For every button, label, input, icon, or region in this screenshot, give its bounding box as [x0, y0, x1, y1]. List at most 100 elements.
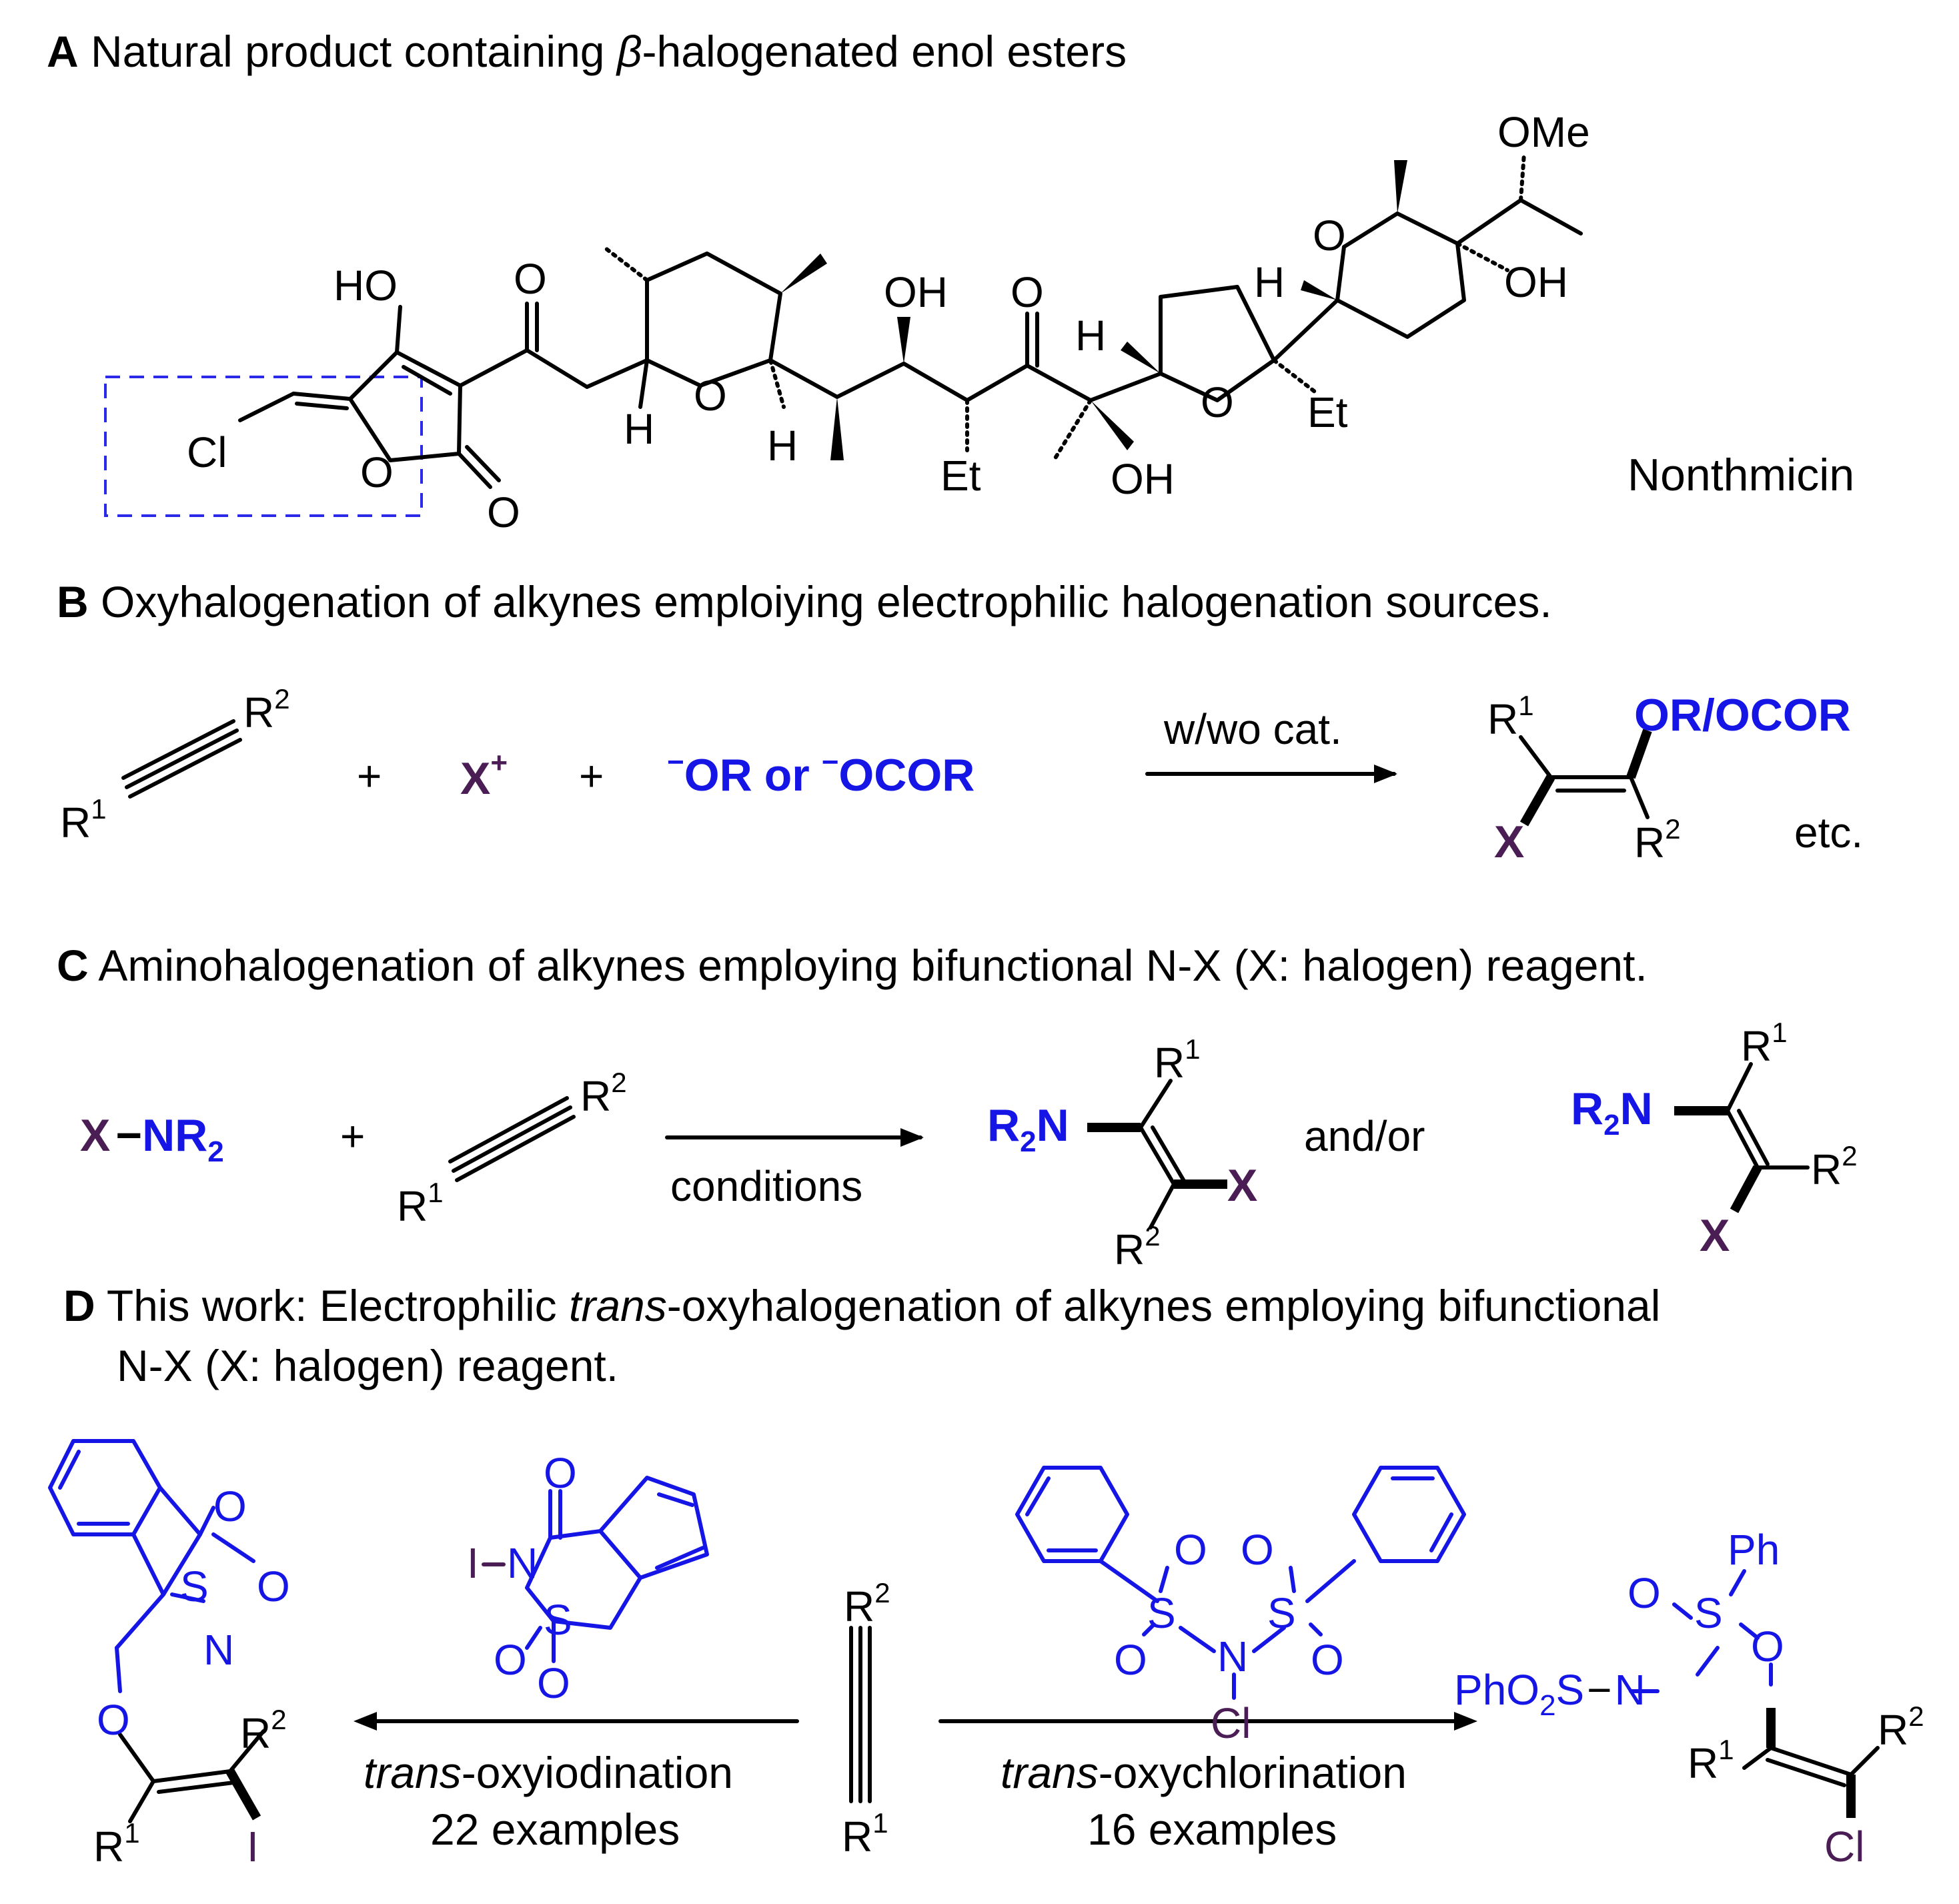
d-nclsi-o1: O: [1174, 1526, 1207, 1574]
b-x-plus: X+: [460, 747, 508, 804]
d-iodosaccharin: [482, 1476, 709, 1663]
d-center-r1: R1: [842, 1807, 888, 1861]
section-d-heading: D This work: Electrophilic trans-oxyhalo…: [63, 1281, 1660, 1330]
d-right-label1: trans-oxychlorination: [1001, 1748, 1407, 1797]
c-p1-r2n: R2N: [987, 1100, 1069, 1158]
d-iodosacc-o-carbonyl: O: [544, 1449, 577, 1497]
d-nclsi-s1: S: [1147, 1589, 1176, 1637]
label-h1: H: [624, 405, 654, 453]
b-product-alkene: [1519, 729, 1652, 827]
d-left-s: S: [180, 1562, 209, 1610]
c-andor: and/or: [1304, 1112, 1425, 1160]
d-nclsi-n: N: [1217, 1632, 1248, 1681]
d-nclsi-s2: S: [1267, 1589, 1296, 1637]
label-et1: Et: [940, 452, 981, 500]
label-et2: Et: [1307, 388, 1348, 436]
d-nclsi-o3: O: [1114, 1636, 1147, 1684]
label-o-thf: O: [1201, 378, 1234, 426]
label-o-carbonyl: O: [487, 488, 520, 536]
section-d-heading-line2: N-X (X: halogen) reagent.: [117, 1341, 618, 1390]
section-a-heading: A Natural product containing β-halogenat…: [47, 27, 1127, 76]
d-left-n: N: [203, 1626, 234, 1674]
d-right-cl: Cl: [1824, 1823, 1864, 1871]
b-prod-x: X: [1494, 817, 1524, 867]
d-right-r2: R2: [1878, 1701, 1924, 1754]
d-iodosacc-i: I: [467, 1539, 479, 1587]
c-p2-r2n: R2N: [1571, 1083, 1653, 1141]
label-h4: H: [1254, 258, 1285, 306]
c-p1-r1: R1: [1154, 1033, 1201, 1087]
c-r2: R2: [580, 1067, 627, 1120]
d-nclsi-reagent: [1015, 1466, 1466, 1700]
c-product2: [1674, 1062, 1810, 1214]
nonthmicin-structure: [104, 151, 1583, 517]
label-ome: OMe: [1497, 108, 1590, 156]
d-iodosacc-o1: O: [494, 1636, 527, 1684]
b-r1: R1: [60, 793, 107, 847]
b-prod-oror: OR/OCOR: [1634, 690, 1851, 741]
d-left-r1: R1: [93, 1817, 140, 1871]
c-plus: +: [340, 1112, 365, 1160]
label-ketone-o1: O: [514, 255, 547, 303]
b-plus2: +: [579, 752, 604, 800]
label-oh3: OH: [1504, 258, 1568, 306]
section-b-heading: B Oxyhalogenation of alkynes emploiying …: [57, 577, 1552, 626]
d-right-ph: Ph: [1728, 1526, 1780, 1574]
c-p2-x: X: [1700, 1210, 1730, 1261]
label-o-pyran1: O: [694, 372, 727, 420]
scheme-b-alkyne: [121, 719, 242, 799]
section-c-heading: C Aminohalogenation of alkynes employing…: [57, 941, 1648, 990]
d-left-s-o1: O: [213, 1482, 247, 1530]
d-right-product: [1629, 1569, 1880, 1818]
d-iodosacc-s: S: [544, 1596, 572, 1644]
c-p1-r2: R2: [1114, 1220, 1161, 1274]
d-right-label2: 16 examples: [1087, 1805, 1337, 1854]
d-left-s-o2: O: [257, 1562, 290, 1610]
d-center-r2: R2: [844, 1577, 890, 1630]
d-right-o: O: [1751, 1622, 1784, 1671]
label-h2: H: [767, 422, 798, 470]
label-ho: HO: [334, 262, 398, 310]
c-r1: R1: [397, 1177, 444, 1230]
d-right-pho2s-n: PhO2S−N: [1454, 1666, 1646, 1722]
d-right-r1: R1: [1688, 1734, 1734, 1787]
d-iodosacc-o2: O: [537, 1659, 570, 1707]
c-product1: [1087, 1079, 1227, 1230]
b-r2: R2: [243, 683, 290, 737]
b-etc: etc.: [1794, 809, 1863, 857]
d-right-o-s: O: [1627, 1569, 1661, 1617]
label-h3: H: [1075, 312, 1106, 360]
label-o-pyran2: O: [1313, 211, 1346, 260]
d-left-i: I: [247, 1823, 259, 1871]
b-arrow-label: w/wo cat.: [1163, 705, 1342, 753]
label-oh1: OH: [884, 268, 948, 316]
d-center-alkyne: [849, 1626, 872, 1803]
label-cl: Cl: [187, 428, 227, 476]
label-o-lactone: O: [360, 448, 394, 496]
d-left-label2: 22 examples: [430, 1805, 680, 1854]
d-iodosacc-n: N: [507, 1539, 538, 1587]
d-nclsi-o4: O: [1311, 1636, 1344, 1684]
highlight-box: [104, 376, 423, 517]
d-nclsi-o2: O: [1241, 1526, 1274, 1574]
c-arrow-label: conditions: [670, 1162, 862, 1210]
compound-name-nonthmicin: Nonthmicin: [1627, 450, 1854, 500]
c-reagent: X−NR2: [80, 1110, 224, 1168]
d-right-s: S: [1694, 1589, 1723, 1637]
label-ketone-o2: O: [1011, 268, 1044, 316]
b-plus1: +: [357, 752, 382, 800]
b-prod-r1: R1: [1487, 690, 1534, 743]
d-nclsi-cl: Cl: [1211, 1699, 1251, 1747]
label-oh2: OH: [1111, 455, 1175, 503]
c-p2-r2: R2: [1811, 1140, 1858, 1194]
c-alkyne: [448, 1096, 576, 1182]
d-left-label1: trans-oxyiodination: [364, 1748, 733, 1797]
c-p2-r1: R1: [1741, 1017, 1788, 1070]
b-prod-r2: R2: [1634, 813, 1681, 867]
d-left-o: O: [97, 1696, 130, 1744]
d-left-r2: R2: [240, 1704, 287, 1757]
c-p1-x: X: [1227, 1160, 1257, 1211]
d-left-product: [48, 1439, 265, 1823]
